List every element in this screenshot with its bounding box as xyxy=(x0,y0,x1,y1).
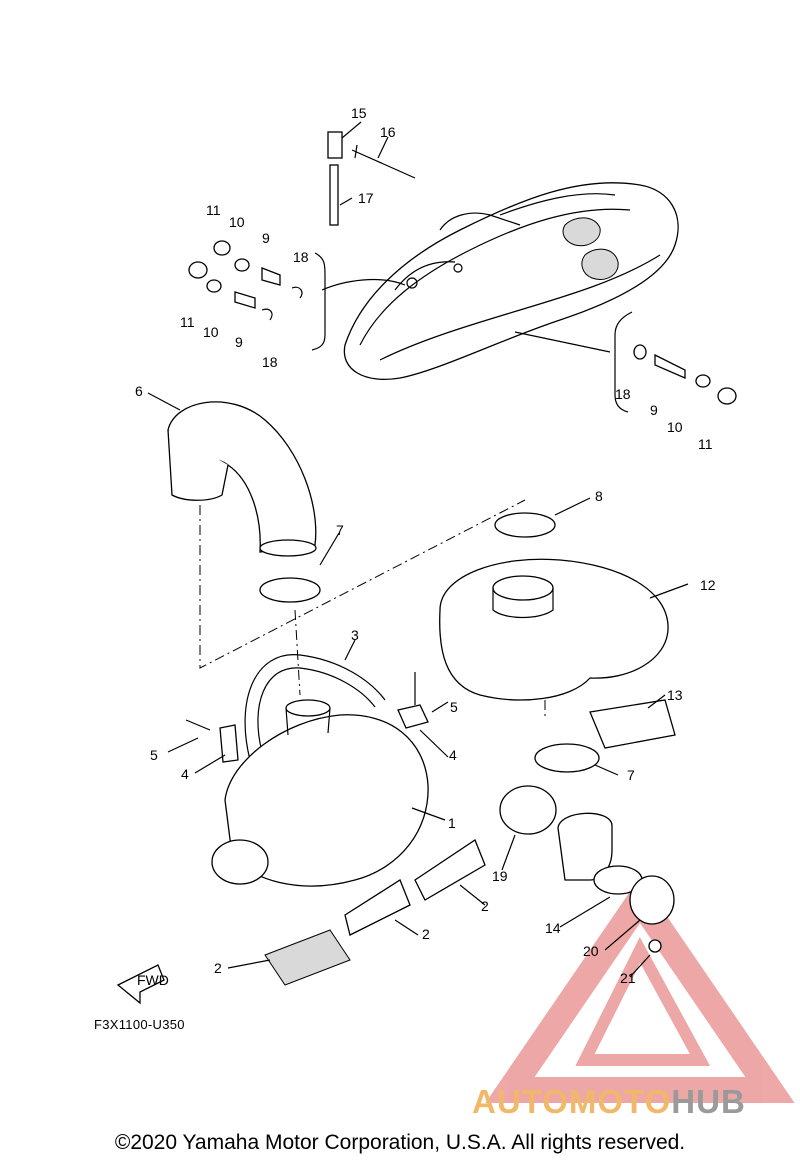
callout-16: 16 xyxy=(380,124,396,140)
band-19 xyxy=(499,785,557,835)
watercraft-hull-drawing xyxy=(343,182,679,380)
callout-18b: 18 xyxy=(262,354,278,370)
shield-2a xyxy=(344,879,411,936)
callout-18c: 18 xyxy=(615,386,631,402)
callout-9a: 9 xyxy=(262,230,270,246)
callout-5a: 5 xyxy=(150,747,158,763)
bracket-4-left xyxy=(219,724,239,763)
resonator-box-12 xyxy=(439,558,669,701)
leader-hull-rear xyxy=(514,331,611,353)
centerline-6 xyxy=(199,499,526,669)
strap-3-inner xyxy=(257,667,376,753)
callout-5b: 5 xyxy=(450,699,458,715)
callout-4a: 4 xyxy=(181,766,189,782)
bracket-4-right xyxy=(397,704,429,729)
callout-13: 13 xyxy=(667,687,683,703)
callout-10a: 10 xyxy=(229,214,245,230)
nut-21 xyxy=(648,939,662,953)
fwd-arrow-icon xyxy=(116,964,165,1005)
callout-11a: 11 xyxy=(206,202,221,218)
callout-11c: 11 xyxy=(698,436,713,452)
clamp-7-upper xyxy=(259,577,321,603)
copyright-notice: ©2020 Yamaha Motor Corporation, U.S.A. A… xyxy=(114,1131,686,1154)
callout-1: 1 xyxy=(448,815,456,831)
clamp-7-lower xyxy=(534,743,600,773)
callout-12: 12 xyxy=(700,577,716,593)
callout-19: 19 xyxy=(492,868,508,884)
strap-3 xyxy=(244,654,386,761)
fwd-label: FWD xyxy=(137,972,169,988)
fittings-group-right xyxy=(633,344,737,405)
pad-13 xyxy=(589,699,676,749)
callout-17: 17 xyxy=(358,190,374,206)
callout-11b: 11 xyxy=(180,314,195,330)
callout-2a: 2 xyxy=(422,926,430,942)
callout-3: 3 xyxy=(351,627,359,643)
clamp-8 xyxy=(494,512,556,538)
callout-21: 21 xyxy=(620,970,636,986)
callout-8: 8 xyxy=(595,488,603,504)
clamp-tie-assembly xyxy=(327,131,416,226)
elbow-14 xyxy=(557,812,643,895)
leader-hull-front xyxy=(321,278,406,291)
shield-2b xyxy=(414,839,486,901)
fittings-group-left xyxy=(188,240,303,321)
silencer-body-1 xyxy=(211,699,429,887)
callout-2c: 2 xyxy=(214,960,222,976)
shield-2c xyxy=(264,929,351,986)
watermark-text: AUTOMOTOHUB xyxy=(472,1083,746,1121)
duct-elbow-6 xyxy=(167,401,317,557)
callout-10c: 10 xyxy=(667,419,683,435)
gasket-20 xyxy=(629,875,675,925)
bracket-left-group xyxy=(311,252,326,351)
watermark-text-part2: HUB xyxy=(671,1083,746,1120)
bracket-right-group xyxy=(614,311,633,413)
bolt-5-left xyxy=(185,719,211,731)
callout-10b: 10 xyxy=(203,324,219,340)
callout-leaders xyxy=(147,121,689,978)
callout-4b: 4 xyxy=(449,747,457,763)
diagram-code: F3X1100-U350 xyxy=(94,1017,185,1032)
callout-9c: 9 xyxy=(650,402,658,418)
callout-14: 14 xyxy=(545,920,561,936)
callout-20: 20 xyxy=(583,943,599,959)
callout-15: 15 xyxy=(351,105,367,121)
callout-7b: 7 xyxy=(627,767,635,783)
watermark-text-part1: AUTOMOTO xyxy=(472,1083,672,1120)
callout-9b: 9 xyxy=(235,334,243,350)
callout-18a: 18 xyxy=(293,249,309,265)
callout-7a: 7 xyxy=(336,522,344,538)
watermark-triangle-logo xyxy=(485,876,795,1103)
callout-6: 6 xyxy=(135,383,143,399)
centerline-7 xyxy=(294,609,301,696)
callout-2b: 2 xyxy=(481,898,489,914)
